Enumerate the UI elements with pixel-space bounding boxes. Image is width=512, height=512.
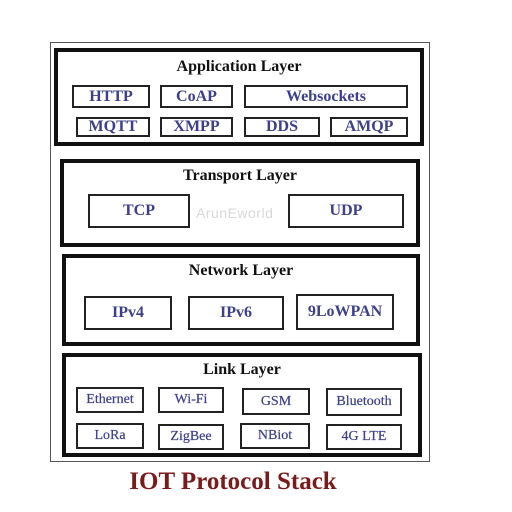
protocol-lora: LoRa [76,423,144,449]
application-layer-title: Application Layer [176,58,302,75]
protocol-dds: DDS [244,117,320,137]
protocol-coap: CoAP [160,85,233,108]
protocol-xmpp: XMPP [160,117,233,137]
protocol-ipv6: IPv6 [188,296,284,330]
protocol-udp: UDP [288,194,404,228]
protocol-bluetooth: Bluetooth [326,388,402,416]
protocol-http: HTTP [72,85,150,108]
protocol-ipv4: IPv4 [84,296,172,330]
protocol-gsm: GSM [242,388,310,415]
protocol-mqtt: MQTT [76,117,150,137]
protocol-wifi: Wi-Fi [158,387,224,413]
link-layer: Link Layer Ethernet Wi-Fi GSM Bluetooth … [62,353,422,457]
diagram-frame [50,42,430,462]
protocol-tcp: TCP [88,194,190,228]
protocol-nbiot: NBiot [240,423,310,449]
link-layer-title: Link Layer [203,361,281,378]
transport-layer-title: Transport Layer [183,167,297,184]
protocol-amqp: AMQP [330,117,408,137]
network-layer-title: Network Layer [188,262,294,279]
network-layer: Network Layer IPv4 IPv6 9LoWPAN [62,254,420,346]
watermark: ArunEworld [196,205,274,221]
protocol-9lowpan: 9LoWPAN [296,294,394,330]
protocol-websockets: Websockets [244,85,408,108]
protocol-4g-lte: 4G LTE [326,424,402,450]
transport-layer: Transport Layer TCP ArunEworld UDP [60,159,420,247]
protocol-zigbee: ZigBee [158,424,224,450]
protocol-ethernet: Ethernet [76,387,144,413]
diagram-caption: IOT Protocol Stack [129,468,337,495]
application-layer: Application Layer HTTP CoAP Websockets M… [54,48,424,146]
